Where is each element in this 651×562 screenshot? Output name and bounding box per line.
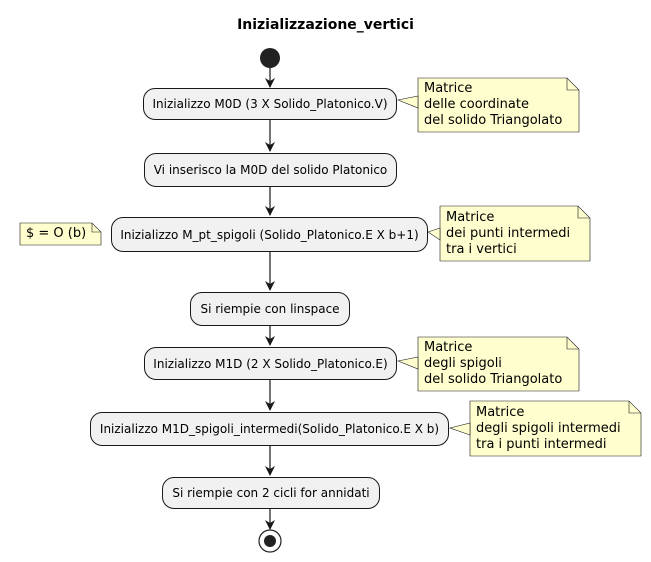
note-complexity: $ = O (b) bbox=[26, 226, 86, 242]
note-connector bbox=[396, 356, 419, 370]
activity-nested-for: Si riempie con 2 cicli for annidati bbox=[162, 477, 380, 509]
note-m0d: Matrice delle coordinate del solido Tria… bbox=[424, 81, 562, 129]
activity-insert-m0d: Vi inserisco la M0D del solido Platonico bbox=[144, 153, 397, 187]
note-fold bbox=[577, 206, 590, 219]
note-connector bbox=[396, 95, 419, 109]
note-shape bbox=[417, 336, 580, 392]
note-line: del solido Triangolato bbox=[424, 113, 563, 128]
note-line: degli spigoli intermedi bbox=[476, 421, 621, 436]
note-shape bbox=[19, 222, 102, 246]
note-connector bbox=[448, 422, 471, 436]
activity-linspace: Si riempie con linspace bbox=[190, 292, 350, 326]
note-line: tra i punti intermedi bbox=[476, 437, 607, 452]
start-node bbox=[260, 48, 280, 68]
note-m1d-spigoli-intermedi: Matrice degli spigoli intermedi tra i pu… bbox=[476, 405, 621, 453]
note-shape bbox=[417, 77, 580, 133]
end-node-outer bbox=[258, 529, 282, 553]
end-node-inner bbox=[264, 535, 276, 547]
note-line: del solido Triangolato bbox=[424, 372, 563, 387]
activity-label: Inizializzo M1D (2 X Solido_Platonico.E) bbox=[153, 356, 388, 371]
activity-label: Vi inserisco la M0D del solido Platonico bbox=[153, 163, 388, 177]
activity-label: Inizializzo M0D (3 X Solido_Platonico.V) bbox=[152, 97, 388, 111]
diagram-title: Inizializzazione_vertici bbox=[237, 17, 414, 33]
activity-init-m0d: Inizializzo M0D (3 X Solido_Platonico.V) bbox=[143, 88, 397, 120]
note-fold bbox=[91, 223, 101, 233]
activity-init-m-pt-spigoli: Inizializzo M_pt_spigoli (Solido_Platoni… bbox=[111, 217, 428, 252]
activity-init-m1d: Inizializzo M1D (2 X Solido_Platonico.E) bbox=[144, 347, 397, 380]
note-fold bbox=[566, 78, 579, 91]
note-m1d: Matrice degli spigoli del solido Triango… bbox=[424, 340, 562, 388]
note-m-pt-spigoli: Matrice dei punti intermedi tra i vertic… bbox=[446, 210, 570, 258]
note-line: Matrice bbox=[424, 81, 473, 96]
note-line: dei punti intermedi bbox=[446, 226, 571, 241]
note-line: Matrice bbox=[476, 405, 525, 420]
note-shape bbox=[469, 400, 642, 457]
activity-label: Si riempie con linspace bbox=[200, 302, 340, 316]
note-fold bbox=[566, 337, 579, 350]
note-line: tra i vertici bbox=[446, 242, 517, 257]
activity-init-m1d-spigoli-intermedi: Inizializzo M1D_spigoli_intermedi(Solido… bbox=[90, 412, 449, 446]
note-connector bbox=[427, 227, 441, 241]
note-fold bbox=[628, 401, 641, 414]
activity-label: Si riempie con 2 cicli for annidati bbox=[172, 486, 370, 500]
note-shape bbox=[439, 205, 591, 262]
note-line: delle coordinate bbox=[424, 97, 529, 112]
note-line: degli spigoli bbox=[424, 356, 502, 371]
note-line: Matrice bbox=[446, 210, 495, 225]
activity-label: Inizializzo M1D_spigoli_intermedi(Solido… bbox=[99, 422, 440, 436]
note-line: $ = O (b) bbox=[26, 226, 87, 241]
activity-label: Inizializzo M_pt_spigoli (Solido_Platoni… bbox=[120, 227, 419, 242]
note-line: Matrice bbox=[424, 340, 473, 355]
